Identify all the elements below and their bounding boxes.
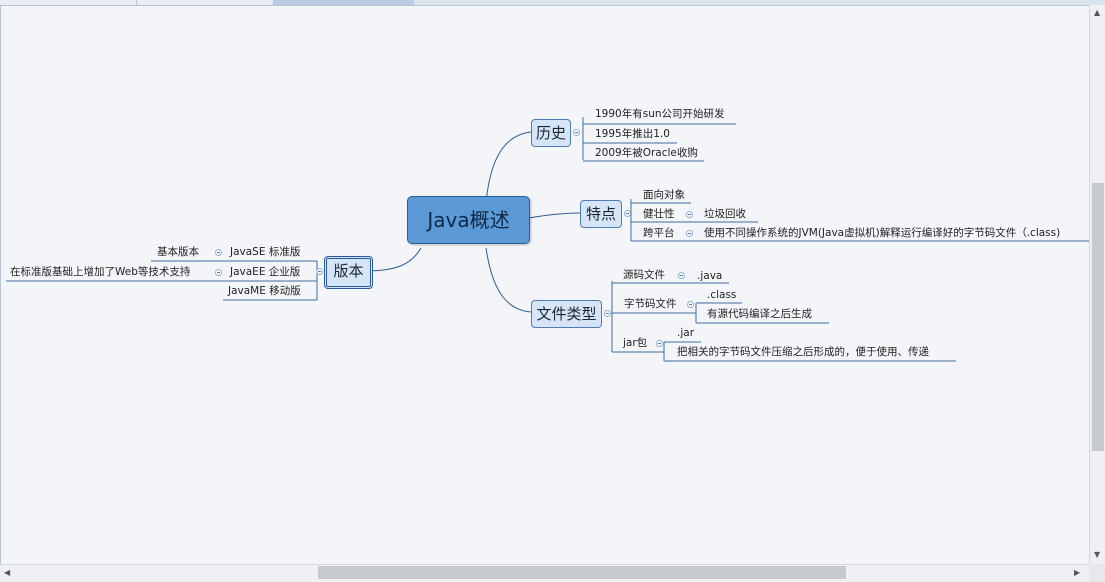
filetype-class[interactable]: .class [707,289,737,301]
link-root-filetypes [485,247,532,313]
scroll-right-icon[interactable]: ▶ [1074,568,1081,577]
filetype-jar[interactable]: jar包 [623,337,648,349]
filetype-bytecode[interactable]: 字节码文件 [624,298,677,310]
scrollbar-corner [1089,564,1105,582]
vertical-scrollbar[interactable]: ▲ ▼ [1089,5,1105,564]
collapse-icon[interactable] [678,272,685,279]
feature-robust[interactable]: 健壮性 [643,208,675,220]
collapse-icon[interactable] [573,129,580,136]
collapse-icon[interactable] [656,340,663,347]
root-node[interactable]: Java概述 [407,196,530,244]
version-me[interactable]: JavaME 移动版 [228,285,301,297]
top-tab-strip [0,0,1105,6]
collapse-icon[interactable] [687,301,694,308]
collapse-icon[interactable] [316,268,323,275]
feature-jvm[interactable]: 使用不同操作系统的JVM(Java虚拟机)解释运行编译好的字节码文件（.clas… [704,227,1061,239]
feature-oop[interactable]: 面向对象 [643,189,685,201]
history-item-2[interactable]: 1995年推出1.0 [595,128,670,140]
branch-filetypes[interactable]: 文件类型 [531,300,602,328]
collapse-icon[interactable] [215,269,222,276]
filetype-class-desc[interactable]: 有源代码编译之后生成 [707,308,812,320]
tab-inactive[interactable] [137,0,274,5]
filetype-jar-desc[interactable]: 把相关的字节码文件压缩之后形成的，便于使用、传递 [677,346,929,358]
history-item-3[interactable]: 2009年被Oracle收购 [595,147,698,159]
filetype-source[interactable]: 源码文件 [623,269,665,281]
version-se-note[interactable]: 基本版本 [157,246,199,258]
scroll-up-icon[interactable]: ▲ [1094,8,1101,17]
branch-history[interactable]: 历史 [531,119,571,147]
branch-features[interactable]: 特点 [580,200,622,228]
collapse-icon[interactable] [215,249,222,256]
collapse-icon[interactable] [686,230,693,237]
version-ee-note[interactable]: 在标准版基础上增加了Web等技术支持 [10,266,191,278]
history-item-1[interactable]: 1990年有sun公司开始研发 [595,108,725,120]
collapse-icon[interactable] [624,210,631,217]
branch-versions[interactable]: 版本 [324,256,373,289]
filetype-jar-ext[interactable]: .jar [677,327,695,339]
connector-layer [6,117,1090,362]
tab-active[interactable] [274,0,414,5]
version-ee[interactable]: JavaEE 企业版 [230,266,301,278]
filetype-java[interactable]: .java [697,270,723,282]
link-root-versions [370,247,422,272]
mindmap-canvas[interactable]: Java概述 历史 1990年有sun公司开始研发 1995年推出1.0 200… [1,5,1090,569]
version-se[interactable]: JavaSE 标准版 [230,246,301,258]
collapse-icon[interactable] [686,211,693,218]
scroll-left-icon[interactable]: ◀ [4,568,11,577]
horizontal-scroll-thumb[interactable] [318,566,846,579]
horizontal-scrollbar[interactable]: ◀ ▶ [0,564,1089,582]
vertical-scroll-thumb[interactable] [1092,183,1104,451]
feature-cross[interactable]: 跨平台 [643,227,675,239]
link-root-history [485,131,532,203]
feature-gc[interactable]: 垃圾回收 [704,208,746,220]
tab-inactive[interactable] [0,0,137,5]
mindmap-viewport: Java概述 历史 1990年有sun公司开始研发 1995年推出1.0 200… [0,5,1090,564]
scroll-down-icon[interactable]: ▼ [1094,550,1101,559]
collapse-icon[interactable] [604,310,611,317]
link-root-features [528,212,581,219]
